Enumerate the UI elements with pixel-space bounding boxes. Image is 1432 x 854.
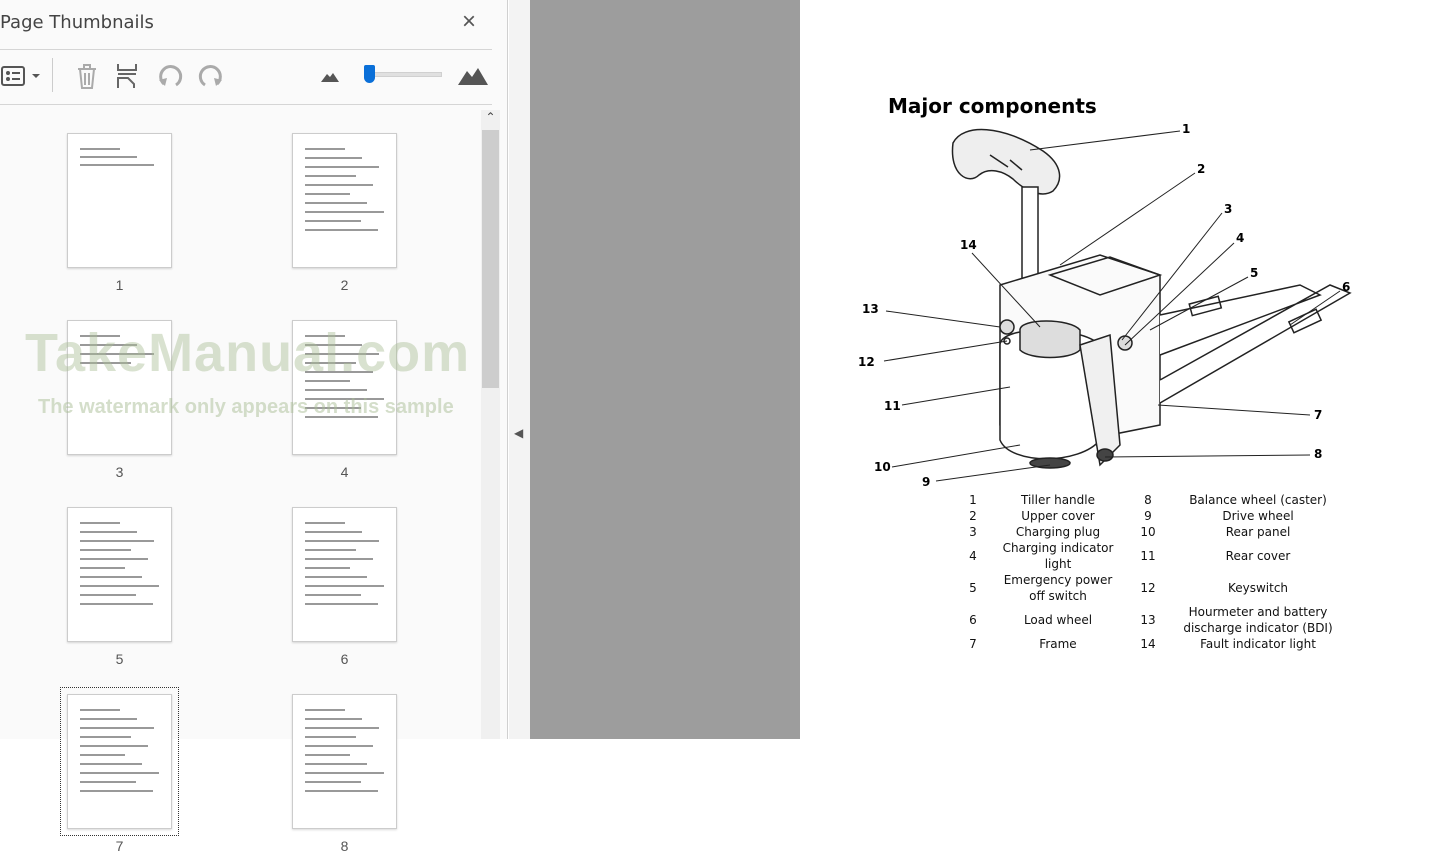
component-row: 5 Emergency power off switch 12 Keyswitch xyxy=(948,572,1338,604)
component-name: Tiller handle xyxy=(1021,493,1095,507)
callout-8: 8 xyxy=(1314,447,1322,461)
insert-page-button[interactable] xyxy=(112,60,142,92)
thumbnail-page-number: 2 xyxy=(340,277,349,293)
page-thumbnail[interactable] xyxy=(292,320,397,455)
rotate-left-button[interactable] xyxy=(155,60,185,92)
scroll-up-arrow[interactable]: ⌃ xyxy=(485,110,496,124)
component-name: Rear panel xyxy=(1225,525,1291,539)
component-name: Drive wheel xyxy=(1222,509,1294,523)
component-row: 4 Charging indicator light 11 Rear cover xyxy=(948,540,1338,572)
thumbnail-page-number: 7 xyxy=(115,838,124,854)
small-mountain-icon xyxy=(321,73,339,82)
component-number: 9 xyxy=(1144,509,1152,523)
component-number: 5 xyxy=(969,581,977,595)
callout-14: 14 xyxy=(960,238,977,252)
callout-9: 9 xyxy=(922,475,930,489)
component-number: 7 xyxy=(969,637,977,651)
page-thumbnail[interactable] xyxy=(60,687,179,836)
close-panel-button[interactable]: × xyxy=(462,8,477,35)
callout-10: 10 xyxy=(874,460,891,474)
thumbnail-page-number: 1 xyxy=(115,277,124,293)
delete-pages-button[interactable] xyxy=(72,60,102,92)
component-number: 6 xyxy=(969,613,977,627)
thumbnail-page-number: 5 xyxy=(115,651,124,667)
component-name: Charging plug xyxy=(1015,525,1101,539)
callout-4: 4 xyxy=(1236,231,1244,245)
component-name: Hourmeter and battery discharge indicato… xyxy=(1183,605,1333,635)
document-background xyxy=(530,0,800,739)
component-name: Load wheel xyxy=(1023,613,1093,627)
rotate-right-button[interactable] xyxy=(196,60,226,92)
component-number: 10 xyxy=(1140,525,1156,539)
page-thumbnail[interactable] xyxy=(292,507,397,642)
component-number: 13 xyxy=(1140,613,1156,627)
component-name: Fault indicator light xyxy=(1200,637,1316,651)
callout-7: 7 xyxy=(1314,408,1322,422)
component-row: 2 Upper cover 9 Drive wheel xyxy=(948,508,1338,524)
page-thumbnail[interactable] xyxy=(292,694,397,829)
page-thumbnail[interactable] xyxy=(292,133,397,268)
insert-page-icon xyxy=(117,64,137,88)
callout-11: 11 xyxy=(884,399,901,413)
callout-13: 13 xyxy=(862,302,879,316)
component-name: Rear cover xyxy=(1225,549,1291,563)
list-options-icon xyxy=(1,66,40,86)
thumbnail-page-number: 4 xyxy=(340,464,349,480)
trash-icon xyxy=(78,64,96,89)
page-thumbnail[interactable] xyxy=(67,507,172,642)
component-number: 14 xyxy=(1140,637,1156,651)
component-name: Frame xyxy=(1039,637,1077,651)
rotate-cw-icon xyxy=(198,65,222,87)
component-number: 8 xyxy=(1144,493,1152,507)
watermark-subtext: The watermark only appears on this sampl… xyxy=(38,396,454,418)
thumbnail-page-number: 8 xyxy=(340,838,349,854)
component-name: Keyswitch xyxy=(1227,581,1289,595)
component-name: Balance wheel (caster) xyxy=(1189,493,1327,507)
document-page: Major components xyxy=(800,0,1432,739)
component-number: 12 xyxy=(1140,581,1156,595)
zoom-in-button[interactable] xyxy=(456,60,490,92)
panel-title: Page Thumbnails xyxy=(0,12,154,33)
options-menu-button[interactable] xyxy=(0,60,42,92)
page-thumbnails-panel: Page Thumbnails × 1 2 3 4 5 6 7 8 TakeManual.co… xyxy=(0,0,508,854)
component-number: 2 xyxy=(969,509,977,523)
callout-6: 6 xyxy=(1342,280,1350,294)
component-name: Upper cover xyxy=(1021,509,1095,523)
thumbnail-page-number: 6 xyxy=(340,651,349,667)
component-name: Charging indicator light xyxy=(1002,541,1114,571)
thumbnail-size-slider[interactable] xyxy=(364,72,442,77)
component-row: 7 Frame 14 Fault indicator light xyxy=(948,636,1338,652)
page-heading: Major components xyxy=(888,94,1097,118)
component-row: 3 Charging plug 10 Rear panel xyxy=(948,524,1338,540)
scrollbar-thumb[interactable] xyxy=(482,130,499,388)
page-thumbnail[interactable] xyxy=(67,133,172,268)
slider-handle[interactable] xyxy=(364,65,375,83)
divider xyxy=(0,104,492,105)
zoom-out-button[interactable] xyxy=(318,60,342,92)
component-number: 11 xyxy=(1140,549,1156,563)
components-table: 1 Tiller handle 8 Balance wheel (caster) 2 Up… xyxy=(948,492,1338,652)
rotate-ccw-icon xyxy=(159,65,183,87)
callout-12: 12 xyxy=(858,355,875,369)
thumbnail-page-number: 3 xyxy=(115,464,124,480)
component-number: 3 xyxy=(969,525,977,539)
callout-3: 3 xyxy=(1224,202,1232,216)
toolbar-separator xyxy=(52,58,53,92)
component-number: 1 xyxy=(969,493,977,507)
large-mountain-icon xyxy=(458,68,488,85)
callout-1: 1 xyxy=(1182,122,1190,136)
collapse-panel-arrow[interactable]: ◀ xyxy=(514,426,524,440)
divider xyxy=(0,49,492,50)
component-number: 4 xyxy=(969,549,977,563)
component-row: 6 Load wheel 13 Hourmeter and battery disch… xyxy=(948,604,1338,636)
page-thumbnail[interactable] xyxy=(67,320,172,455)
component-name: Emergency power off switch xyxy=(1003,573,1113,603)
component-row: 1 Tiller handle 8 Balance wheel (caster) xyxy=(948,492,1338,508)
callout-5: 5 xyxy=(1250,266,1258,280)
callout-2: 2 xyxy=(1197,162,1205,176)
watermark-text: TakeManual.com xyxy=(25,323,471,383)
pallet-truck-diagram: 1 2 3 4 5 6 7 8 9 10 11 12 13 14 xyxy=(858,122,1352,489)
panel-splitter[interactable] xyxy=(509,0,530,739)
